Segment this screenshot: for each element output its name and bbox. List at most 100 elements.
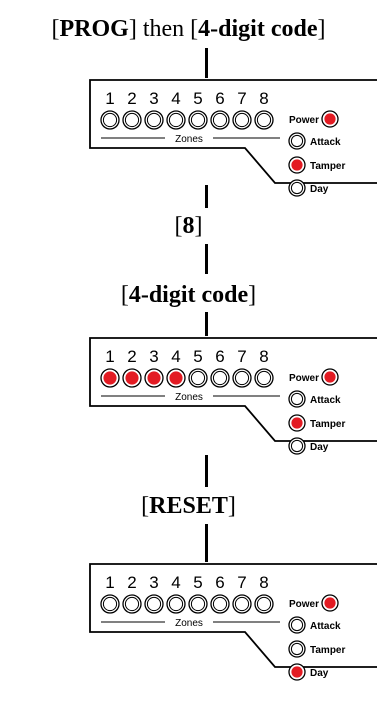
- step-prog-code: [PROG] then [4-digit code]: [0, 14, 377, 44]
- zone-led: [210, 368, 230, 388]
- zone-led: [254, 368, 274, 388]
- zone-led: [210, 110, 230, 130]
- zone-number: 5: [193, 89, 202, 108]
- zone-number: 2: [127, 347, 136, 366]
- tamper-label: Tamper: [310, 161, 345, 172]
- zone-number: 1: [105, 347, 114, 366]
- zone-led: [166, 594, 186, 614]
- zone-number: 3: [149, 89, 158, 108]
- bracket: [: [141, 493, 150, 519]
- step-code: [4-digit code]: [0, 280, 377, 310]
- zone-number: 6: [215, 347, 224, 366]
- step-key: RESET: [149, 493, 228, 519]
- connector-line: [205, 455, 208, 487]
- attack-led: [288, 132, 306, 150]
- power-led: [321, 368, 339, 386]
- zone-number: 6: [215, 89, 224, 108]
- tamper-label: Tamper: [310, 645, 345, 656]
- zone-led: [166, 368, 186, 388]
- zone-led: [122, 594, 142, 614]
- zone-led: [210, 594, 230, 614]
- zone-led: [100, 110, 120, 130]
- step-reset: [RESET]: [0, 491, 377, 521]
- power-led: [321, 110, 339, 128]
- zone-number: 2: [127, 573, 136, 592]
- bracket: [: [51, 16, 60, 42]
- zone-number: 8: [259, 347, 268, 366]
- zone-led: [232, 368, 252, 388]
- attack-label: Attack: [310, 137, 341, 148]
- bracket: [: [120, 282, 129, 308]
- day-label: Day: [310, 184, 329, 195]
- step-8: [8]: [0, 211, 377, 241]
- zone-number: 7: [237, 573, 246, 592]
- zone-number: 3: [149, 573, 158, 592]
- zone-number: 5: [193, 573, 202, 592]
- bracket: [: [174, 213, 183, 239]
- bracket: ]: [194, 213, 203, 239]
- step-key: 4-digit code: [198, 16, 318, 42]
- connector-line: [205, 524, 208, 562]
- tamper-led: [288, 156, 306, 174]
- zone-number: 7: [237, 347, 246, 366]
- zones-label: Zones: [175, 392, 203, 403]
- zone-led: [144, 110, 164, 130]
- bracket: ]: [227, 493, 236, 519]
- zone-number: 4: [171, 89, 180, 108]
- attack-label: Attack: [310, 621, 341, 632]
- bracket: ]: [317, 16, 326, 42]
- power-label: Power: [289, 373, 319, 384]
- zones-label-bg: [165, 615, 213, 629]
- zone-led: [166, 110, 186, 130]
- day-led: [288, 663, 306, 681]
- zones-label: Zones: [175, 134, 203, 145]
- zone-led: [232, 110, 252, 130]
- zone-led: [122, 368, 142, 388]
- day-label: Day: [310, 442, 329, 453]
- zone-led: [188, 594, 208, 614]
- power-label: Power: [289, 599, 319, 610]
- zones-label-bg: [165, 389, 213, 403]
- zone-number: 2: [127, 89, 136, 108]
- zone-number: 1: [105, 89, 114, 108]
- zones-label-bg: [165, 131, 213, 145]
- step-key: PROG: [59, 16, 129, 42]
- zone-number: 4: [171, 347, 180, 366]
- zone-number: 8: [259, 573, 268, 592]
- zone-led: [144, 594, 164, 614]
- day-label: Day: [310, 668, 329, 679]
- step-connector-text: ] then [: [128, 16, 199, 42]
- attack-led: [288, 616, 306, 634]
- tamper-led: [288, 640, 306, 658]
- zone-led: [188, 368, 208, 388]
- attack-label: Attack: [310, 395, 341, 406]
- zone-led: [100, 594, 120, 614]
- zone-number: 6: [215, 573, 224, 592]
- day-led: [288, 179, 306, 197]
- tamper-label: Tamper: [310, 419, 345, 430]
- step-key: 4-digit code: [128, 282, 249, 308]
- power-led: [321, 594, 339, 612]
- zone-number: 4: [171, 573, 180, 592]
- zone-number: 5: [193, 347, 202, 366]
- connector-line: [205, 312, 208, 336]
- zone-number: 3: [149, 347, 158, 366]
- zone-number: 8: [259, 89, 268, 108]
- zone-number: 7: [237, 89, 246, 108]
- connector-line: [205, 244, 208, 274]
- zone-led: [144, 368, 164, 388]
- zones-label: Zones: [175, 618, 203, 629]
- power-label: Power: [289, 115, 319, 126]
- zone-led: [254, 594, 274, 614]
- connector-line: [205, 185, 208, 208]
- zone-led: [232, 594, 252, 614]
- zone-number: 1: [105, 573, 114, 592]
- zone-led: [188, 110, 208, 130]
- attack-led: [288, 390, 306, 408]
- zone-led: [100, 368, 120, 388]
- step-key: 8: [182, 213, 195, 239]
- zone-led: [122, 110, 142, 130]
- connector-line: [205, 48, 208, 78]
